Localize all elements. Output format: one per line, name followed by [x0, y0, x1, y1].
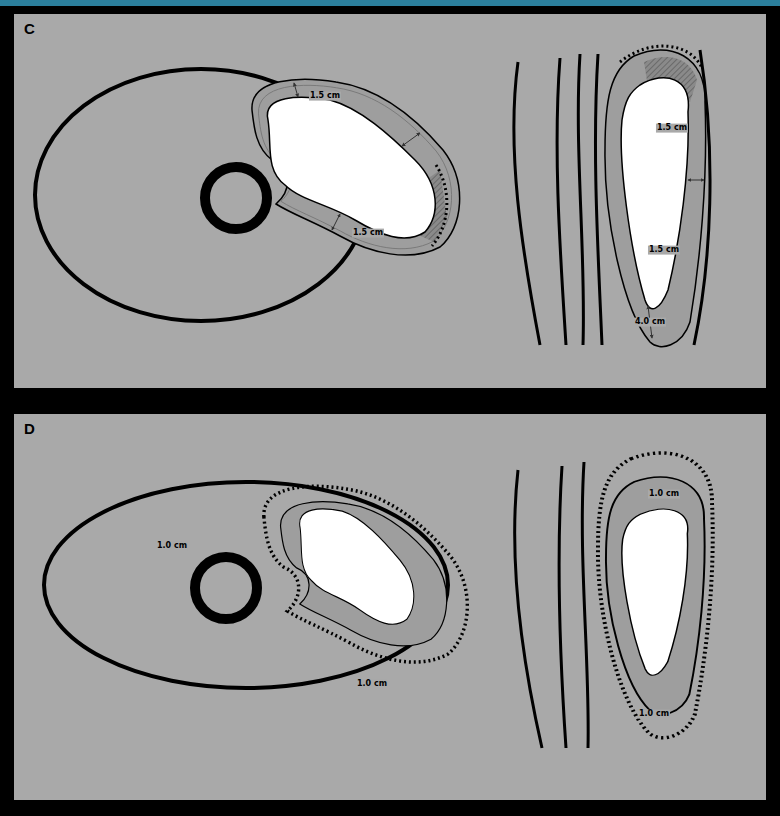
panel-letter: C — [14, 14, 35, 37]
margin-dimension: 4.0 cm — [634, 318, 666, 327]
margin-dimension: 1.5 cm — [309, 92, 341, 101]
margin-dimension: 1.0 cm — [648, 490, 680, 499]
panel-ground — [14, 414, 766, 800]
axial-view — [35, 69, 460, 321]
axial-view — [44, 482, 467, 688]
sagittal-view — [514, 46, 710, 347]
margin-dimension: 1.5 cm — [648, 246, 680, 255]
figure-panel: D — [14, 414, 766, 800]
margin-dimension: 1.5 cm — [352, 229, 384, 238]
margin-dimension: 1.5 cm — [656, 124, 688, 133]
panel-ground — [14, 14, 766, 388]
sagittal-view — [515, 453, 713, 748]
panel-letter: D — [14, 414, 35, 437]
figure-panel: C — [14, 14, 766, 388]
top-band — [0, 0, 780, 6]
margin-dimension: 1.0 cm — [356, 680, 388, 689]
margin-dimension: 1.0 cm — [638, 710, 670, 719]
margin-dimension: 1.0 cm — [156, 542, 188, 551]
